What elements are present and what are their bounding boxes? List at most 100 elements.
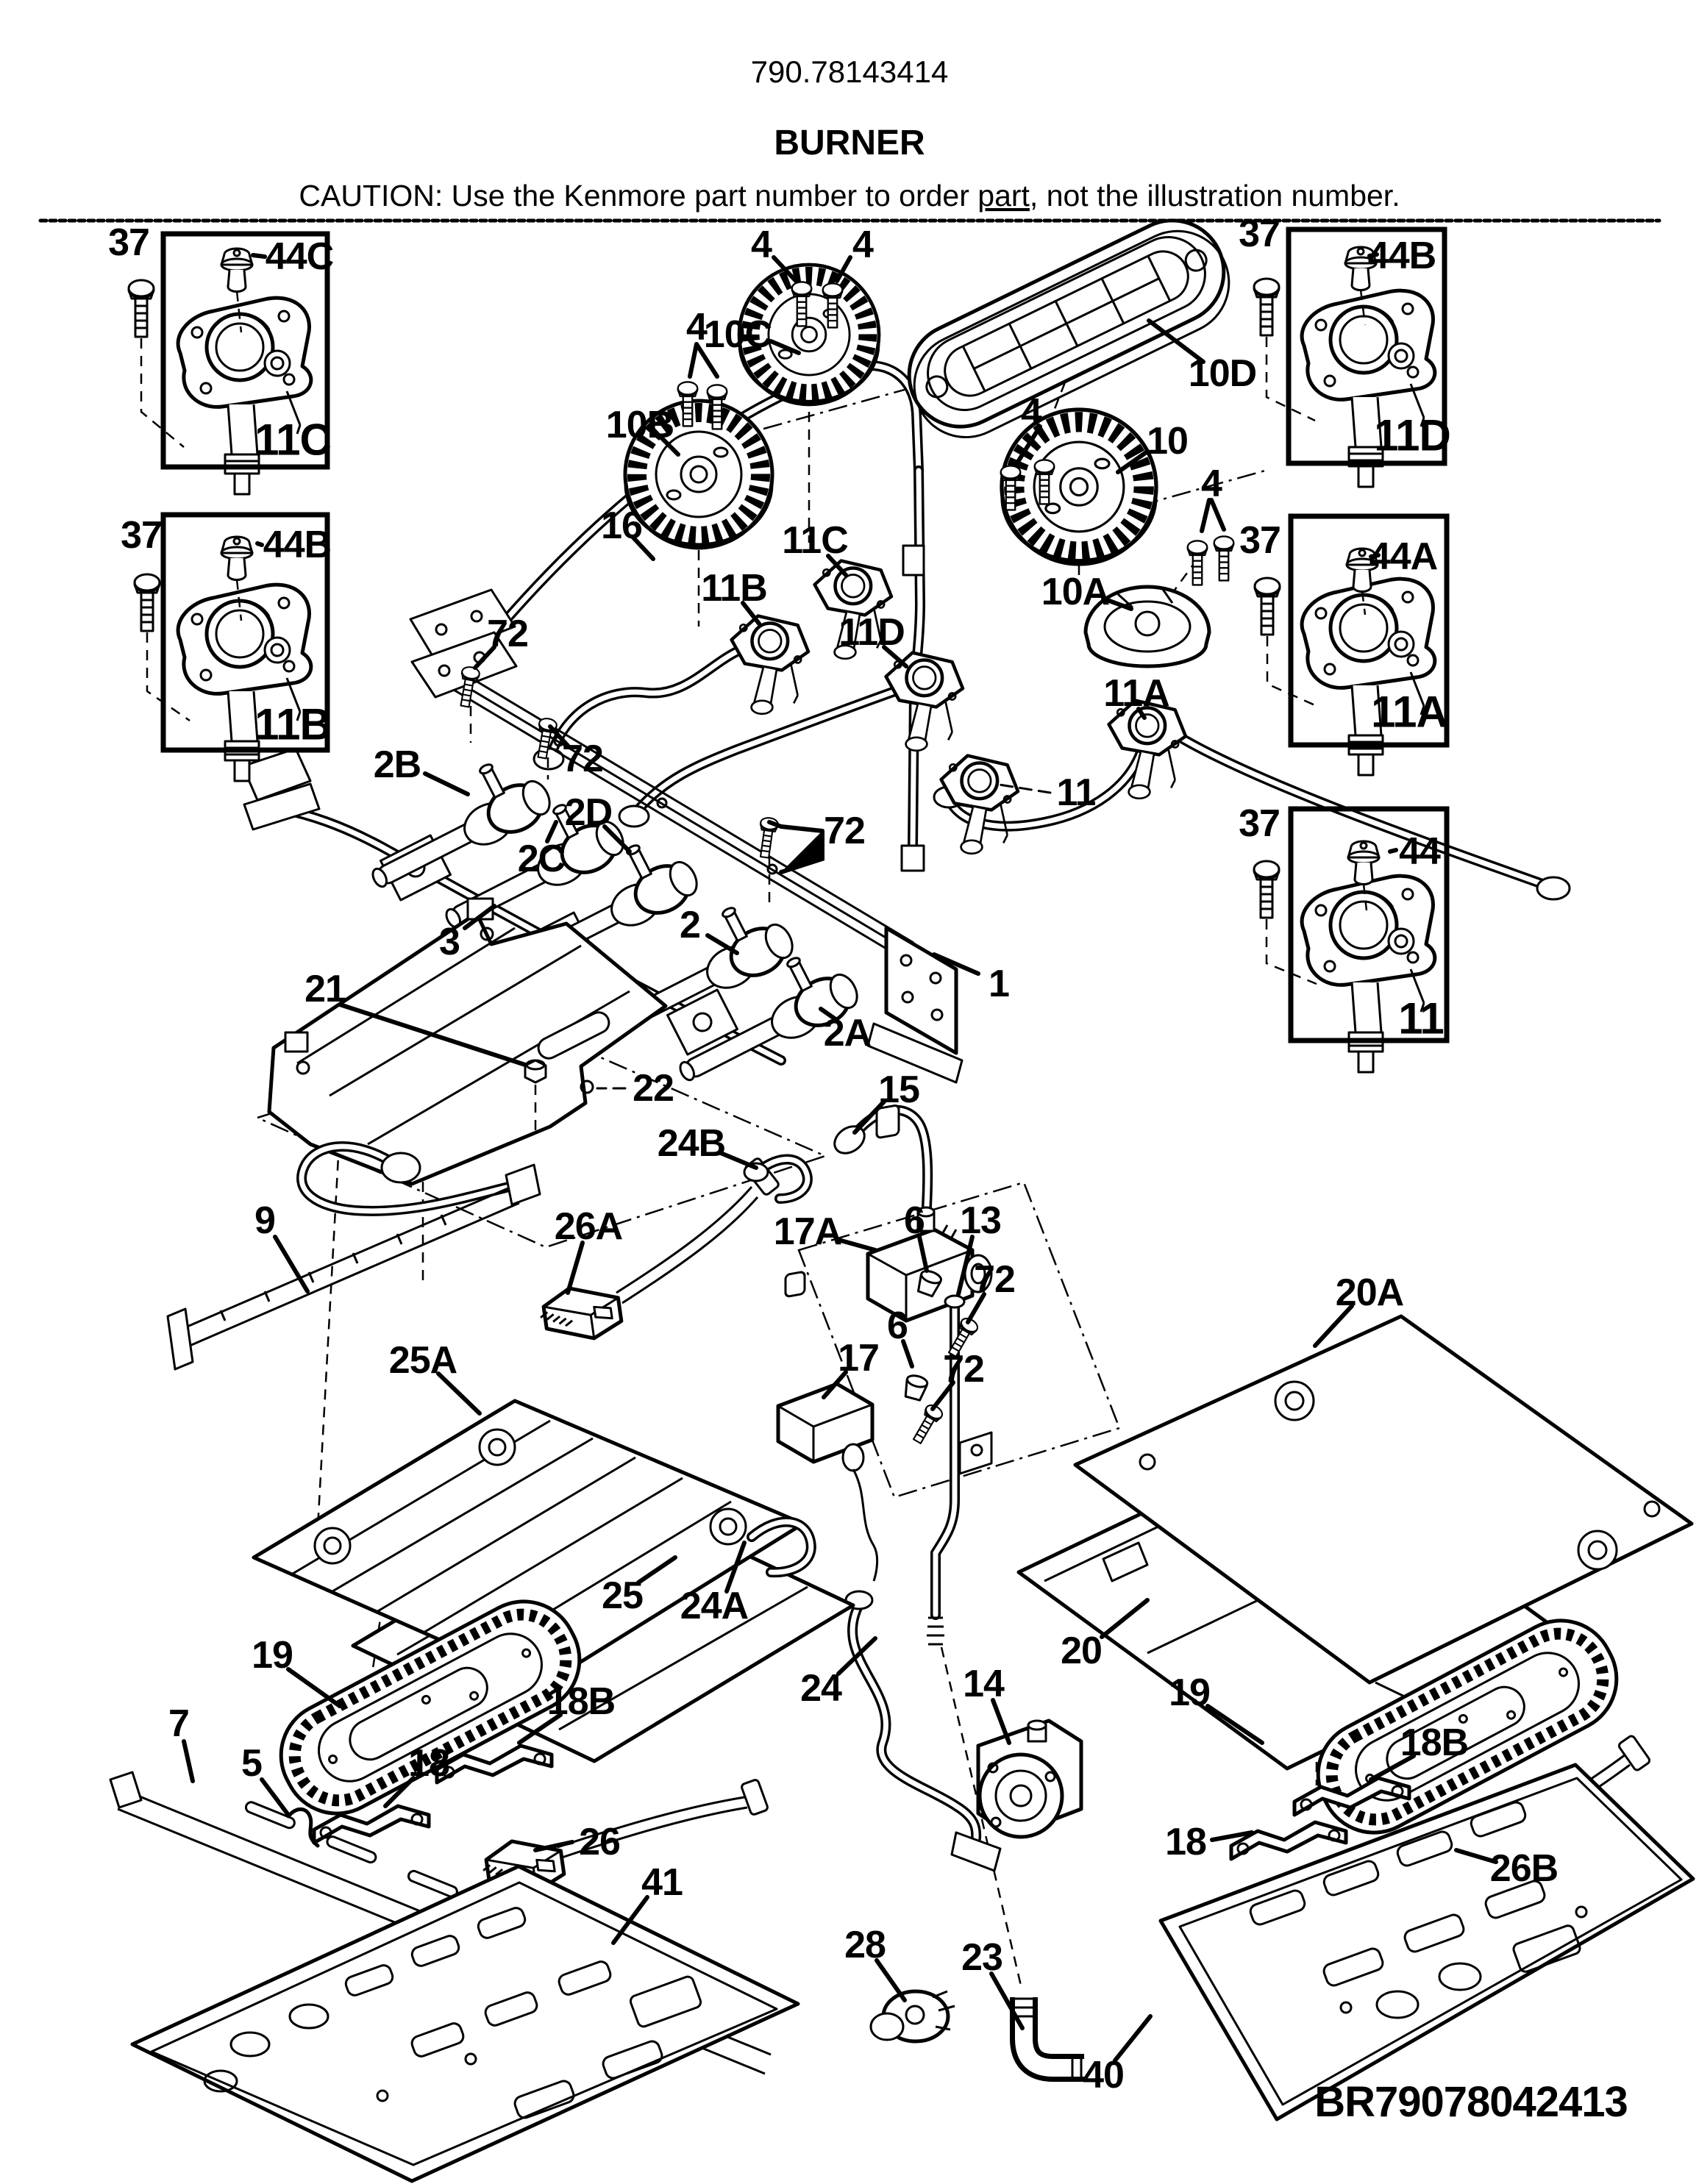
callout-leader [1116, 449, 1150, 474]
callout-leader [273, 1235, 310, 1293]
part-callout-11A: 11A [1103, 672, 1169, 715]
callout-leader [1136, 707, 1147, 720]
part-callout-11C: 11C [254, 415, 331, 465]
part-callout-72: 72 [487, 613, 528, 655]
part-callout-26: 26 [579, 1821, 620, 1863]
callout-leader [819, 1007, 838, 1021]
part-callout-72: 72 [943, 1348, 984, 1391]
part-callout-44B: 44B [263, 524, 331, 566]
part-callout-2C: 2C [518, 838, 566, 880]
callout-leader [966, 1292, 986, 1324]
inset-box [160, 231, 330, 470]
part-callout-25A: 25A [389, 1339, 457, 1382]
bottom-pan-40 [1158, 1763, 1695, 2121]
callout-leader [630, 535, 655, 561]
part-callout-44B: 44B [1368, 235, 1436, 277]
fitting-28 [869, 1989, 955, 2044]
screws-37 [127, 277, 1317, 985]
part-callout-24A: 24A [680, 1585, 749, 1627]
callout-leader [989, 1971, 1025, 2030]
header: 790.78143414 BURNER CAUTION: Use the Ken… [38, 54, 1661, 223]
bottom-pan-41 [130, 1864, 800, 2183]
inset-box [1288, 806, 1450, 1043]
igniter-tube-24 [844, 1590, 1002, 1872]
callout-leader [826, 554, 848, 577]
part-callout-28: 28 [844, 1924, 886, 1966]
pressure-regulator-14 [976, 1719, 1083, 1839]
callout-leader [719, 1151, 758, 1170]
part-callout-26B: 26B [1490, 1847, 1558, 1890]
inset-box [1288, 513, 1450, 748]
orifice-fitting-6a [916, 1270, 942, 1298]
inset-box [1286, 226, 1447, 466]
part-callout-2: 2 [680, 904, 700, 946]
part-callout-22: 22 [633, 1067, 674, 1110]
part-callout-11B: 11B [254, 700, 331, 749]
callout-leader [338, 1002, 527, 1067]
callout-leader [1369, 553, 1381, 559]
callout-leader [548, 724, 570, 748]
fitting-24a [747, 1516, 816, 1578]
callout-leader [901, 1339, 914, 1368]
callout-leader [1101, 596, 1133, 611]
part-callout-23: 23 [961, 1936, 1002, 1979]
callout-leader [545, 820, 558, 843]
callout-leader [657, 433, 680, 457]
callout-leader [779, 824, 824, 833]
fitting-24b [743, 1154, 813, 1204]
part-callout-4: 4 [1201, 463, 1222, 505]
part-callout-37: 37 [1239, 802, 1280, 845]
callout-leader [286, 1667, 342, 1708]
heat-shield-22 [267, 897, 668, 1186]
part-callout-2D: 2D [565, 791, 612, 834]
callout-leader [741, 601, 761, 626]
part-callout-4: 4 [1021, 391, 1042, 434]
part-callout-4: 4 [852, 224, 874, 266]
part-callout-11C: 11C [782, 519, 848, 562]
callout-leader [1388, 848, 1398, 854]
callout-leader [836, 1636, 877, 1676]
part-callout-11A: 11A [1371, 688, 1447, 737]
callout-leader [1313, 1304, 1354, 1348]
spark-module-26a [537, 1157, 780, 1346]
manifold-rail [409, 588, 964, 1084]
part-callout-17: 17 [838, 1337, 879, 1380]
callout-leader [932, 952, 980, 976]
callout-leader [1147, 318, 1205, 364]
part-callout-37: 37 [1239, 519, 1281, 562]
part-callout-44A: 44A [1369, 535, 1438, 578]
part-callout-9: 9 [254, 1199, 275, 1242]
part-callout-2B: 2B [374, 743, 421, 786]
part-callout-19: 19 [1169, 1671, 1210, 1714]
nut-21 [524, 1059, 547, 1084]
clip-5 [286, 1807, 320, 1848]
model-number: 790.78143414 [751, 54, 949, 89]
part-callout-11: 11 [1057, 771, 1096, 814]
part-callout-20A: 20A [1336, 1271, 1404, 1314]
callout-leader [1100, 1598, 1150, 1639]
elbow-23 [1010, 1997, 1084, 2082]
part-callout-10A: 10A [1041, 571, 1110, 613]
callout-leader [1454, 1848, 1498, 1864]
part-callout-4: 4 [751, 224, 772, 266]
part-callout-10C: 10C [704, 313, 772, 356]
part-callout-37: 37 [108, 221, 149, 264]
callout-leader [1210, 1830, 1254, 1842]
inset-boxes [160, 226, 1450, 1043]
callout-leader [423, 771, 470, 796]
part-callout-17A: 17A [774, 1210, 842, 1253]
callout-leader [772, 255, 798, 283]
venturi-11d [886, 653, 963, 751]
diagram-artwork [109, 218, 1695, 2183]
callout-leader [255, 541, 264, 547]
callout-leader [533, 1840, 574, 1852]
part-callout-15: 15 [878, 1068, 919, 1111]
callout-leader [566, 1241, 585, 1295]
part-callout-16: 16 [601, 504, 642, 547]
bracket-18-right [1231, 1822, 1346, 1859]
drawing-code: BR79078042413 [1314, 2078, 1628, 2126]
caution-note: CAUTION: Use the Kenmore part number to … [299, 179, 1400, 213]
callout-leader [1367, 252, 1379, 258]
callout-leader [688, 342, 699, 379]
orifice-fitting-6b [904, 1374, 929, 1402]
